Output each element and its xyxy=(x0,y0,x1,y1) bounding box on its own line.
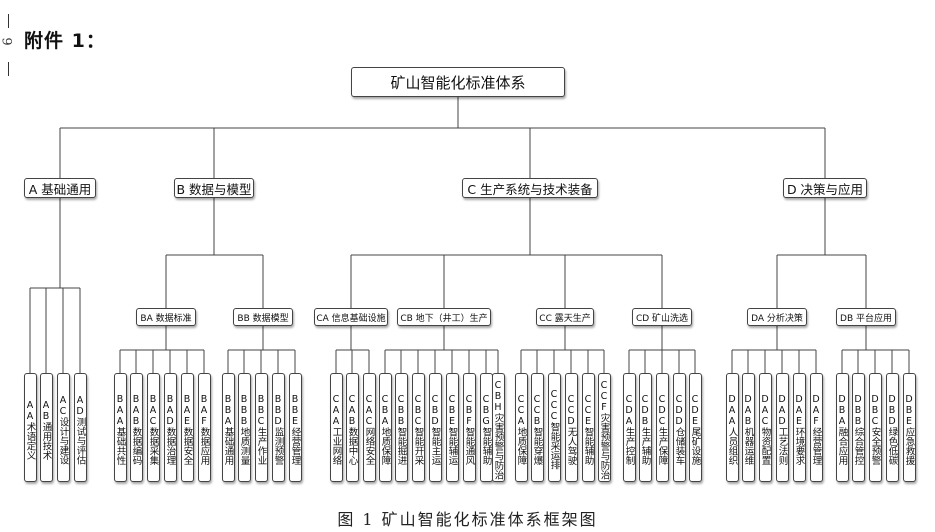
leaf-node-ba-5: BAE数据安全 xyxy=(180,373,194,482)
leaf-node-ba-4: BAD数据治理 xyxy=(163,373,177,482)
level2-node-cb: CB 地下（井工）生产 xyxy=(397,308,491,326)
leaf-node-ba-2: BAB数据编码 xyxy=(129,373,143,482)
leaf-node-da-1: DAA人员组织 xyxy=(725,373,739,482)
leaf-node-bb-3: BBC生产作业 xyxy=(254,373,268,482)
level2-node-da: DA 分析决策 xyxy=(747,308,807,326)
level2-node-db: DB 平台应用 xyxy=(836,308,896,326)
leaf-node-da-5: DAE环境要求 xyxy=(792,373,806,482)
leaf-node-bb-4: BBD监测预警 xyxy=(271,373,285,482)
leaf-node-bb-5: BBE经营管理 xyxy=(288,373,302,482)
level2-node-ba: BA 数据标准 xyxy=(136,308,196,326)
level2-node-cd: CD 矿山洗选 xyxy=(632,308,692,326)
level1-node-d: D 决策与应用 xyxy=(783,178,867,198)
leaf-node-ba-1: BAA基础共性 xyxy=(113,373,127,482)
leaf-node-cc-4: CCD无人驾驶 xyxy=(564,373,578,482)
level1-node-a: A 基础通用 xyxy=(24,178,96,198)
level2-node-cc: CC 露天生产 xyxy=(536,308,594,326)
leaf-node-cd-5: CDE尾矿设施 xyxy=(688,373,702,482)
leaf-node-db-1: DBA融合应用 xyxy=(835,373,849,482)
leaf-node-cc-2: CCB智能穿爆 xyxy=(530,373,544,482)
leaf-node-cb-2: CBB智能掘进 xyxy=(394,373,408,482)
leaf-node-da-4: DAD工艺法则 xyxy=(775,373,789,482)
leaf-node-ca-1: CAA工业网络 xyxy=(329,373,343,482)
leaf-node-da-2: DAB机器运维 xyxy=(741,373,755,482)
root-node: 矿山智能化标准体系 xyxy=(351,67,565,97)
leaf-node-ca-3: CAC网络安全 xyxy=(362,373,376,482)
leaf-node-cc-3: CCC智能采运排 xyxy=(547,373,561,482)
leaf-node-cb-6: CBF智能通风 xyxy=(462,373,476,482)
leaf-node-a-2: AB通用技术 xyxy=(39,373,53,482)
leaf-node-ca-2: CAB数据中心 xyxy=(345,373,359,482)
leaf-node-ba-3: BAC数据采集 xyxy=(146,373,160,482)
leaf-node-a-3: AC设计与建设 xyxy=(56,373,70,482)
leaf-node-cb-4: CBD智能主运 xyxy=(428,373,442,482)
leaf-node-cb-1: CBA地质保障 xyxy=(378,373,392,482)
leaf-node-cd-2: CDB生产辅助 xyxy=(638,373,652,482)
leaf-node-da-6: DAF经营管理 xyxy=(809,373,823,482)
leaf-node-cc-6: CCF灾害预警与防治 xyxy=(597,373,611,482)
leaf-node-db-3: DBC安全预警 xyxy=(868,373,882,482)
leaf-node-da-3: DAC物资配置 xyxy=(758,373,772,482)
leaf-node-cb-3: CBC智能开采 xyxy=(411,373,425,482)
level1-node-b: B 数据与模型 xyxy=(174,178,254,198)
leaf-node-bb-1: BBA基础通用 xyxy=(221,373,235,482)
leaf-node-db-2: DBB综合管控 xyxy=(851,373,865,482)
leaf-node-ba-6: BAF数据应用 xyxy=(197,373,211,482)
leaf-node-cc-1: CCA地质保障 xyxy=(514,373,528,482)
leaf-node-a-4: AD测试与评估 xyxy=(73,373,87,482)
leaf-node-db-4: DBD绿色低碳 xyxy=(885,373,899,482)
leaf-node-cb-5: CBE智能辅运 xyxy=(445,373,459,482)
figure-caption: 图 1 矿山智能化标准体系框架图 xyxy=(337,510,598,529)
leaf-node-bb-2: BBB地质测量 xyxy=(237,373,251,482)
leaf-node-cd-4: CDD仓储装车 xyxy=(672,373,686,482)
leaf-node-db-5: DBE应急救援 xyxy=(902,373,916,482)
attachment-heading: 附件 1： xyxy=(24,30,106,52)
leaf-node-cd-3: CDC生产保障 xyxy=(655,373,669,482)
level2-node-ca: CA 信息基础设施 xyxy=(314,308,388,326)
page-number: 9 xyxy=(0,14,14,78)
leaf-node-cc-5: CCE智能辅助 xyxy=(581,373,595,482)
leaf-node-cb-7: CBG智能辅助 xyxy=(479,373,493,482)
leaf-node-cb-8: CBH灾害预警与防治 xyxy=(491,373,505,482)
level1-node-c: C 生产系统与技术装备 xyxy=(462,178,598,198)
leaf-node-cd-1: CDA生产控制 xyxy=(622,373,636,482)
leaf-node-a-1: AA术语定义 xyxy=(23,373,37,482)
level2-node-bb: BB 数据模型 xyxy=(233,308,293,326)
